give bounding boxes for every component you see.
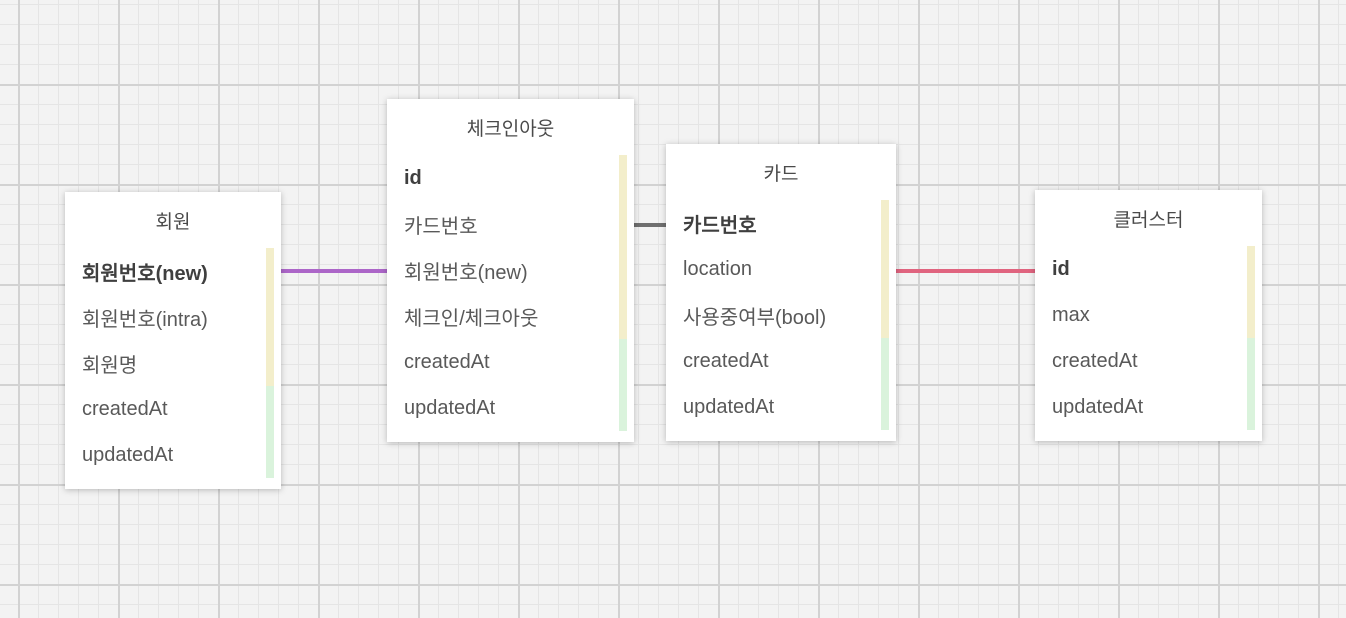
key-strip	[1247, 292, 1255, 338]
field-row[interactable]: updatedAt	[1035, 384, 1262, 430]
key-strip	[266, 294, 274, 340]
table-fields: 회원번호(new) 회원번호(intra) 회원명 createdAt updatedA…	[65, 248, 281, 489]
field-row[interactable]: 회원번호(intra)	[65, 294, 281, 340]
field-row[interactable]: updatedAt	[65, 432, 281, 478]
key-strip	[619, 155, 627, 201]
field-row[interactable]: 체크인/체크아웃	[387, 293, 634, 339]
timestamp-strip	[266, 386, 274, 432]
field-row[interactable]: max	[1035, 292, 1262, 338]
table-title: 카드	[763, 163, 799, 185]
key-strip	[881, 200, 889, 246]
key-strip	[881, 292, 889, 338]
field-label: max	[1052, 303, 1090, 326]
entity-table-card[interactable]: 카드 카드번호 location 사용중여부(bool) createdAt updat…	[666, 144, 896, 441]
key-strip	[266, 248, 274, 294]
field-label: updatedAt	[82, 443, 174, 466]
field-row[interactable]: id	[1035, 246, 1262, 292]
field-label: createdAt	[683, 349, 769, 372]
timestamp-strip	[619, 385, 627, 431]
relation-card-cluster[interactable]	[896, 269, 1035, 273]
field-label: location	[683, 257, 752, 280]
key-strip	[619, 247, 627, 293]
field-row[interactable]: location	[666, 246, 896, 292]
table-fields: id max createdAt updatedAt	[1035, 246, 1262, 441]
field-row[interactable]: 카드번호	[387, 201, 634, 247]
table-title: 회원	[155, 211, 191, 233]
field-row[interactable]: id	[387, 155, 634, 201]
key-strip	[619, 201, 627, 247]
timestamp-strip	[881, 384, 889, 430]
key-strip	[1247, 246, 1255, 292]
field-label: 사용중여부(bool)	[683, 306, 827, 329]
field-label: 체크인/체크아웃	[404, 307, 539, 330]
field-label: 회원번호(new)	[82, 262, 208, 285]
field-row[interactable]: createdAt	[666, 338, 896, 384]
timestamp-strip	[1247, 338, 1255, 384]
table-title: 클러스터	[1113, 209, 1184, 231]
field-row[interactable]: createdAt	[65, 386, 281, 432]
key-strip	[881, 246, 889, 292]
field-row[interactable]: updatedAt	[387, 385, 634, 431]
field-row[interactable]: 회원번호(new)	[387, 247, 634, 293]
key-strip	[619, 293, 627, 339]
timestamp-strip	[619, 339, 627, 385]
table-title: 체크인아웃	[466, 118, 555, 140]
field-row[interactable]: 회원명	[65, 340, 281, 386]
field-label: updatedAt	[683, 395, 775, 418]
field-label: createdAt	[404, 350, 490, 373]
timestamp-strip	[881, 338, 889, 384]
field-row[interactable]: 사용중여부(bool)	[666, 292, 896, 338]
relation-member-checkinout[interactable]	[281, 269, 387, 273]
field-label: 회원번호(new)	[404, 261, 528, 284]
field-label: 카드번호	[683, 214, 757, 237]
timestamp-strip	[266, 432, 274, 478]
field-label: createdAt	[82, 397, 168, 420]
field-label: id	[1052, 257, 1070, 280]
entity-table-member[interactable]: 회원 회원번호(new) 회원번호(intra) 회원명 createdAt updat…	[65, 192, 281, 489]
table-fields: 카드번호 location 사용중여부(bool) createdAt updatedA…	[666, 200, 896, 441]
field-label: 카드번호	[404, 215, 478, 238]
field-row[interactable]: createdAt	[1035, 338, 1262, 384]
field-row[interactable]: createdAt	[387, 339, 634, 385]
field-row[interactable]: 회원번호(new)	[65, 248, 281, 294]
field-row[interactable]: updatedAt	[666, 384, 896, 430]
key-strip	[266, 340, 274, 386]
field-label: createdAt	[1052, 349, 1138, 372]
field-label: updatedAt	[404, 396, 496, 419]
field-label: 회원명	[82, 354, 138, 377]
field-label: id	[404, 166, 422, 189]
field-row[interactable]: 카드번호	[666, 200, 896, 246]
field-label: 회원번호(intra)	[82, 308, 208, 331]
entity-table-cluster[interactable]: 클러스터 id max createdAt updatedAt	[1035, 190, 1262, 441]
relation-checkinout-card[interactable]	[634, 223, 666, 227]
field-label: updatedAt	[1052, 395, 1144, 418]
timestamp-strip	[1247, 384, 1255, 430]
